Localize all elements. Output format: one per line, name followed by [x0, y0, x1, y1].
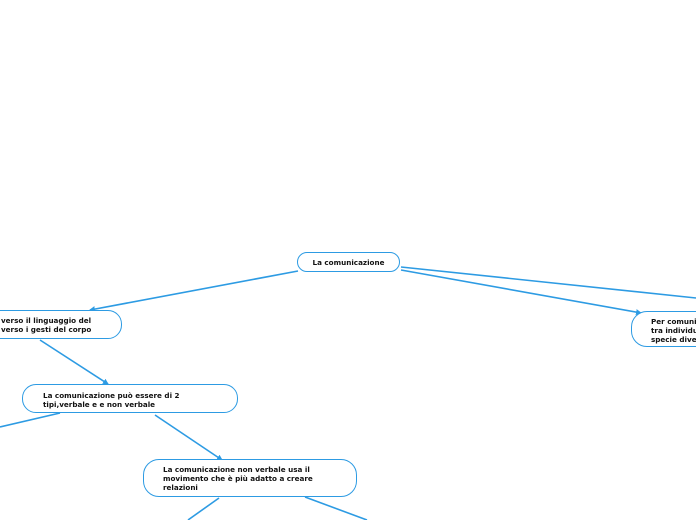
node-body-language-line2: verso i gesti del corpo [1, 325, 92, 334]
link-non-verbal-to-offscreen-left [187, 497, 220, 520]
root-node-label: La comunicazione [312, 258, 385, 267]
node-species-line2: tra individu [651, 326, 696, 335]
link-body-language-to-types [39, 339, 109, 385]
node-body-language-line1: verso il linguaggio del [1, 316, 92, 325]
node-types[interactable]: La comunicazione può essere di 2 tipi,ve… [22, 384, 238, 413]
root-node[interactable]: La comunicazione [297, 252, 400, 272]
link-root-to-offscreen [400, 266, 696, 299]
node-species-line1: Per comunic [651, 317, 696, 326]
node-non-verbal[interactable]: La comunicazione non verbale usa il movi… [143, 459, 357, 497]
link-non-verbal-to-offscreen-right [304, 496, 368, 520]
link-root-to-body-language [89, 270, 299, 313]
node-species-line3: specie diver [651, 335, 696, 344]
link-types-to-non-verbal [154, 414, 223, 461]
node-species[interactable]: Per comunic tra individu specie diver [631, 311, 696, 347]
node-non-verbal-line2: movimento che è più adatto a creare [163, 474, 313, 483]
link-types-to-offscreen-left [0, 412, 61, 428]
node-non-verbal-line3: relazioni [163, 483, 198, 492]
node-non-verbal-line1: La comunicazione non verbale usa il [163, 465, 310, 474]
node-body-language[interactable]: verso il linguaggio del verso i gesti de… [0, 310, 122, 339]
node-types-line1: La comunicazione può essere di 2 [43, 391, 180, 400]
link-root-to-species [400, 269, 642, 316]
node-types-line2: tipi,verbale e e non verbale [43, 400, 156, 409]
